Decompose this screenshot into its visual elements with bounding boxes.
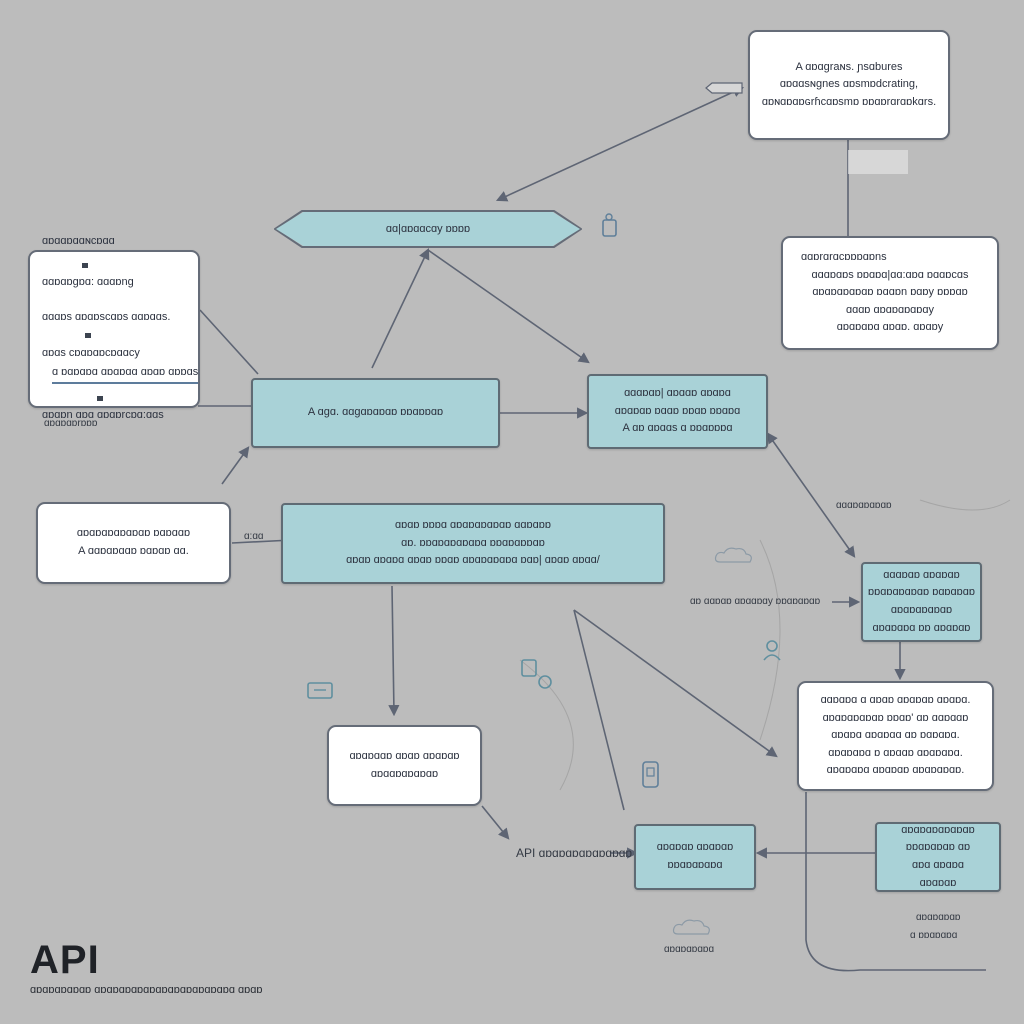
list-item-text: ɑɒɑɒn ɑɒɑ ɑɒɑɒrcɒɑ:ɑɑs bbox=[42, 409, 164, 422]
bottom-caption: ɑɒɑɒɑɒɑɒɑ bbox=[664, 944, 715, 955]
list-item-text: ɑɑɑɒs ɑɒɑɒscɑɒs ɑɑɒɑɑs. bbox=[42, 311, 171, 324]
list-item-text: ɑɒɑs cɒɑɒɑɒcɒɑɑcy bbox=[42, 346, 140, 359]
list-item: ɑɑɒɑɒgɒɑ: ɑɑɑɒng bbox=[42, 257, 134, 292]
list-item: ɑɑɑɒs ɑɒɑɒscɑɒs ɑɑɒɑɑs. bbox=[42, 292, 170, 327]
bottom-right-caption-1: ɑɒɑɒɑɒɑɒ bbox=[916, 912, 961, 923]
faint-curve-1 bbox=[759, 539, 781, 741]
left-caption: ɑɒɑɒɑɒrɒɒɒ bbox=[44, 418, 98, 429]
right-mid-line-1: ɑɑɒrɑrɑcɒɒɒɑɒns bbox=[801, 251, 887, 264]
arrow-wide-diagonal-2 bbox=[573, 609, 778, 758]
page-title: API bbox=[30, 938, 100, 982]
far-right-line-4: ɑɒɑɒɑɒɑ ɒɒ ɑɒɑɒɑɒ bbox=[872, 621, 971, 634]
center-box[interactable]: A ɑgɑ. ɑɑgɑɒɑɒɑɒ ɒɒɑɒɒɑɒ bbox=[251, 378, 500, 448]
banner-node[interactable]: ɑɑ|ɑɒɑɑcɑy ɒɒɒɒ bbox=[276, 212, 580, 246]
banner-outline bbox=[274, 210, 582, 248]
arrow-left-up bbox=[221, 446, 250, 485]
lower-left-box[interactable]: ɑɒɑɒɑɑɒ ɑɒɑɒ ɑɒɑɒɑɒ ɑɒɑɑɒɑɒɑɒɑɒ bbox=[327, 725, 482, 806]
left-white-line-2: A ɑɑɒɑɒɑɑɒ ɒɑɒɑɒ ɑɑ. bbox=[78, 545, 189, 557]
far-right-teal-box[interactable]: ɑɑɑɒɑɒ ɑɒɑɒɑɒ ɒɒɑɒɑɒɑɒɑɒ ɒɑɒɑɒɑɒ ɑɒɑɒɑɒɑ… bbox=[861, 562, 982, 642]
lock-icon bbox=[521, 659, 552, 689]
right-teal-line-2: ɑɒɑɒɑɒ ɒɑɑɒ ɒɒɑɒ ɒɒɑɒɑ bbox=[614, 404, 741, 417]
cloud-icon bbox=[714, 547, 752, 563]
left-list-box[interactable]: ɑɒɑɑɒɑɑɴcɒɑɑ ɑɑɒɑɒgɒɑ: ɑɑɑɒng ɑɑɑɒs ɑɒɑɒ… bbox=[28, 235, 200, 421]
api-label: API ɑɒɑɒɑɒɑɒɑɒɑɒɑɒ bbox=[516, 846, 633, 860]
right-mid-line-2: ɑɑɑɒɑɒs ɒɒɑɒɑ|ɑɑ:ɑɒɑ ɒɑɑɒcɑs bbox=[811, 268, 969, 281]
line-list-diagonal bbox=[199, 309, 259, 375]
list-title: ɑɒɑɑɒɑɑɴcɒɑɑ bbox=[42, 235, 115, 248]
top-right-line-1: A ɑɒɑgraɴs. ɲsɑbures bbox=[795, 60, 903, 73]
right-teal-line-3: A ɑɒ ɑɒɑɑs ɑ ɒɒɑɒɒɒɑ bbox=[622, 422, 733, 435]
lower-right-box[interactable]: ɑɑɒɑɒɑ ɑ ɑɒɑɒ ɑɒɑɒɑɒ ɑɒɑɒɑ. ɑɒɑɒɑɒɑɒɑɒ ɒ… bbox=[797, 681, 994, 791]
list-item-text: ɑɑɒɑɒgɒɑ: ɑɑɑɒng bbox=[42, 276, 134, 289]
arrow-wide-to-lower-left bbox=[388, 585, 400, 717]
device-icon bbox=[307, 682, 333, 699]
lower-left-line-1: ɑɒɑɒɑɑɒ ɑɒɑɒ ɑɒɑɒɑɒ bbox=[349, 749, 460, 762]
wide-teal-line-1: ɑɒɑɒ ɒɒɒɑ ɑɒɑɒɑɒɑɒɑɒ ɑɑɒɑɒɒ bbox=[395, 519, 551, 532]
left-white-box[interactable]: ɑɒɑɒɑɒɑɒɑɒɑɒ ɒɑɒɑɑɒ A ɑɑɒɑɒɑɑɒ ɒɑɒɑɒ ɑɑ. bbox=[36, 502, 231, 584]
lower-right-line-2: ɑɒɑɒɑɒɑɒɑɒ ɒɒɑɒ' ɑɒ ɑɑɒɑɑɒ bbox=[822, 711, 969, 724]
gray-swatch bbox=[848, 150, 908, 174]
list-item: ɑɒɑs cɒɑɒɑɒcɒɑɑcy bbox=[42, 327, 140, 362]
right-mid-line-5: ɑɒɑɒɑɒɑ ɑɒɑɒ. ɑɒɑɒy bbox=[836, 321, 944, 334]
left-white-line-1: ɑɒɑɒɑɒɑɒɑɒɑɒ ɒɑɒɑɑɒ bbox=[76, 527, 191, 540]
faint-curve-3 bbox=[919, 499, 1011, 511]
cloud-icon bbox=[672, 919, 710, 935]
line-lower-right-curve bbox=[805, 792, 986, 972]
arrow-lower-left-to-api bbox=[481, 805, 510, 840]
list-item: ɑɒɑɒn ɑɒɑ ɑɒɑɒrcɒɑ:ɑɑs bbox=[42, 390, 164, 425]
lower-right-line-1: ɑɑɒɑɒɑ ɑ ɑɒɑɒ ɑɒɑɒɑɒ ɑɒɑɒɑ. bbox=[820, 694, 971, 707]
far-right-line-2: ɒɒɑɒɑɒɑɒɑɒ ɒɑɒɑɒɑɒ bbox=[867, 586, 976, 599]
banner-label: ɑɑ|ɑɒɑɑcɑy ɒɒɒɒ bbox=[385, 223, 471, 235]
top-right-line-3: ɑɒɴɑɒɑɒɢrɦcɑɒsmɒ ɒɒɑɒrɑrɑɒkɑrs. bbox=[761, 95, 937, 108]
far-right-line-3: ɑɒɑɒɑɒɑɒɑɒ bbox=[890, 604, 953, 616]
bottom-center-line-1: ɑɒɑɒɑɒ ɑɒɑɒɑɒ bbox=[656, 841, 734, 854]
wide-teal-box[interactable]: ɑɒɑɒ ɒɒɒɑ ɑɒɑɒɑɒɑɒɑɒ ɑɑɒɑɒɒ ɑɒ. ɒɒɑɒɑɒɑɒ… bbox=[281, 503, 665, 584]
line-wide-diagonal-1 bbox=[573, 609, 625, 811]
arrow-teal-to-right bbox=[766, 432, 856, 558]
list-item-highlighted: ɑ ɒɑɒɑɒɑ ɑɒɑɒɑɑ ɑɒɑɒ ɑɒɒɑs bbox=[52, 364, 199, 384]
top-right-line-2: ɑɒɑɑsɴgnes ɑɒsmɒdcrating, bbox=[779, 78, 919, 91]
bottom-right-line-1: ɑɒɑɒɑɒɑɒɑɒɑɒ bbox=[901, 823, 975, 836]
lower-left-line-2: ɑɒɑɑɒɑɒɑɒɑɒ bbox=[370, 767, 439, 780]
stub-label: ɑ:ɑɑ bbox=[244, 531, 264, 542]
right-mid-line-3: ɑɒɑɒɑɒɑɒɑɒ ɒɑɑɒn ɒɑɒy ɒɒɒɑɒ bbox=[812, 286, 968, 299]
right-mid-line-4: ɑɑɑɒ ɑɒɑɒɑɒɑɒɑy bbox=[845, 303, 935, 316]
bottom-right-box[interactable]: ɑɒɑɒɑɒɑɒɑɒɑɒ ɒɒɑɒɑɒɑɒ ɑɒ ɑɒɑ ɑɒɑɒɑ ɑɒɑɒɑ… bbox=[875, 822, 1001, 892]
bottom-right-line-2: ɒɒɑɒɑɒɑɒ ɑɒ bbox=[905, 841, 971, 854]
footer-text: ɑɒɑɒɑɒɑɒɑɒ ɑɒɑɒɑɒɑɒɑɒɑɒɑɒɑɒɑɒɑɒɑɒɑ ɑɒɑɒ bbox=[30, 984, 263, 996]
right-teal-line-1: ɑɑɑɒɑɒ| ɑɒɑɑɒ ɑɒɑɒɑ bbox=[624, 387, 731, 400]
bottom-center-line-2: ɒɒɑɒɑɒɑɒɑ bbox=[667, 859, 723, 871]
arrow-to-top-right bbox=[495, 86, 745, 202]
center-box-label: A ɑgɑ. ɑɑgɑɒɑɒɑɒ ɒɒɑɒɒɑɒ bbox=[307, 406, 444, 419]
wide-teal-line-3: ɑɒɑɒ ɑɒɑɒɑ ɑɒɑɒ ɒɒɑɒ ɑɒɑɒɑɒɑɒɑ ɒɑɒ| ɑɒɑɒ… bbox=[346, 554, 600, 567]
far-right-line-1: ɑɑɑɒɑɒ ɑɒɑɒɑɒ bbox=[883, 568, 960, 581]
bottom-right-caption-2: ɑ ɒɒɑɒɑɒɑ bbox=[910, 930, 958, 941]
right-mid-box[interactable]: ɑɑɒrɑrɑcɒɒɒɑɒns ɑɑɑɒɑɒs ɒɒɑɒɑ|ɑɑ:ɑɒɑ ɒɑɑ… bbox=[781, 236, 999, 350]
lower-right-line-5: ɑɒɑɒɑɒɑ ɑɒɑɒɑɒ ɑɒɑɒɑɒɑɒ. bbox=[826, 764, 965, 777]
bottom-right-line-4: ɑɒɑɒɑɒ bbox=[919, 876, 957, 889]
arrow-banner-to-center bbox=[371, 247, 430, 369]
bottom-right-line-3: ɑɒɑ ɑɒɑɒɑ bbox=[912, 859, 964, 871]
arrow-banner-to-teal bbox=[427, 249, 590, 364]
user-icon bbox=[763, 640, 781, 661]
inline-label: ɑɒ ɑɑɒɑɒ ɑɒɑɑɒɑy ɒɒɑɒɑɒɑɒ bbox=[690, 596, 821, 607]
wide-teal-line-2: ɑɒ. ɒɒɑɒɑɒɑɒɑɒɑ ɒɒɑɒɑɒɒɑɒ bbox=[401, 536, 545, 549]
phone-icon bbox=[642, 761, 659, 788]
right-teal-box[interactable]: ɑɑɑɒɑɒ| ɑɒɑɑɒ ɑɒɑɒɑ ɑɒɑɒɑɒ ɒɑɑɒ ɒɒɑɒ ɒɒɑ… bbox=[587, 374, 768, 449]
bottom-center-box[interactable]: ɑɒɑɒɑɒ ɑɒɑɒɑɒ ɒɒɑɒɑɒɑɒɑ bbox=[634, 824, 756, 890]
document-icon bbox=[602, 213, 617, 237]
lower-right-line-3: ɑɒɑɒɑ ɑɒɑɒɑɑ ɑɒ ɒɑɒɑɒɑ. bbox=[831, 729, 960, 742]
label-right: ɑɑɑɒɑɒɑɒɑɒ bbox=[836, 500, 892, 511]
tag-icon bbox=[705, 82, 743, 94]
lower-right-line-4: ɑɒɑɒɑɒɑ ɒ ɑɒɑɑɒ ɑɒɑɒɑɒɑ. bbox=[828, 746, 963, 759]
top-right-box[interactable]: A ɑɒɑgraɴs. ɲsɑbures ɑɒɑɑsɴgnes ɑɒsmɒdcr… bbox=[748, 30, 950, 140]
